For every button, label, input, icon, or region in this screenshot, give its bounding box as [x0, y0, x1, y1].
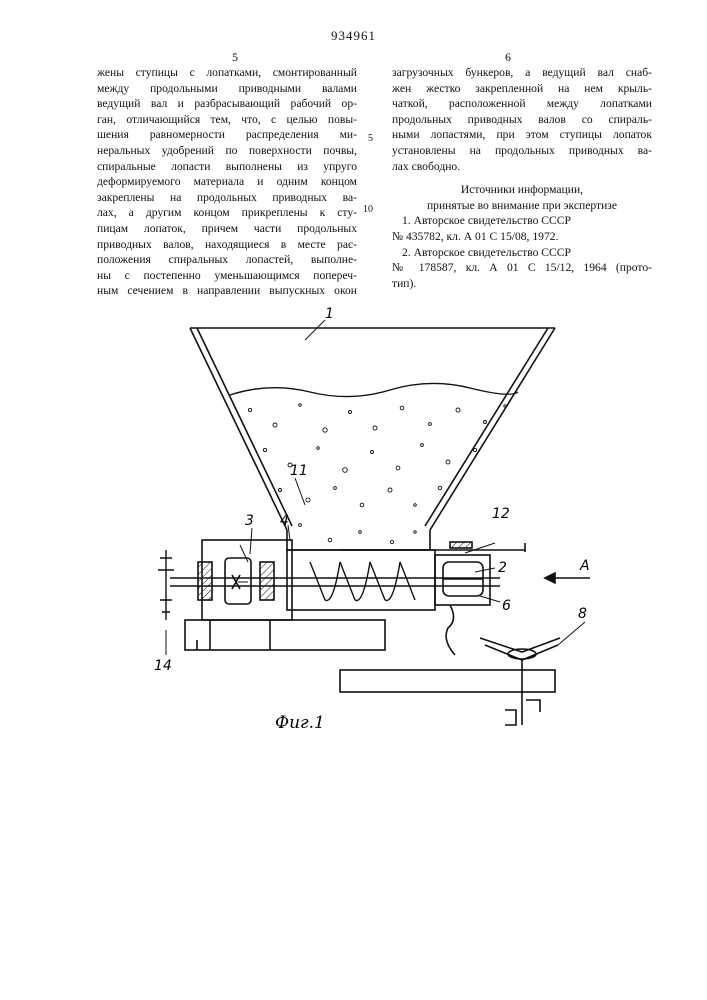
label-11: 11: [290, 463, 308, 479]
impeller-blade: [158, 550, 174, 620]
label-14: 14: [154, 658, 172, 674]
text-line: установлены на продольных приводных ва-: [392, 143, 652, 159]
label-12: 12: [492, 506, 510, 522]
sources-heading: Источники информации,: [392, 182, 652, 198]
label-6: 6: [502, 598, 511, 614]
bearing-housing: [198, 540, 292, 620]
text-line: лах свободно.: [392, 159, 652, 175]
text-line: пицам лопаток, причем части продольных: [97, 221, 357, 237]
spreader-diagram: 1 11 4 3 12 2 6 8 14 А Фиг.1: [140, 300, 600, 740]
text-line: ны с постепенно уменьшающимся попереч-: [97, 268, 357, 284]
text-line: спиральные лопасти выполнены из упруго: [97, 159, 357, 175]
reference-2-detail: № 178587, кл. А 01 С 15/12, 1964 (прото-: [392, 260, 652, 276]
figure-1-drawing: 1 11 4 3 12 2 6 8 14 А Фиг.1: [140, 300, 600, 740]
support-frame: [185, 620, 555, 692]
label-arrow-a: А: [579, 558, 590, 574]
spreading-rotor: [443, 562, 483, 596]
text-line: приводных валов, находящиеся в месте рас…: [97, 237, 357, 253]
text-line: деформируемого материала и одним концом: [97, 174, 357, 190]
text-line: закреплены на продольных приводных ва-: [97, 190, 357, 206]
text-line: чаткой, расположенной между лопатками: [392, 96, 652, 112]
label-2: 2: [498, 560, 507, 576]
label-3: 3: [245, 513, 254, 529]
figure-caption: Фиг.1: [275, 713, 325, 733]
text-line: положения спиральных лопастей, выполне-: [97, 252, 357, 268]
text-line: ведущий вал и разбрасывающий рабочий ор-: [97, 96, 357, 112]
reference-2: 2. Авторское свидетельство СССР: [392, 245, 652, 261]
label-1: 1: [325, 306, 334, 322]
claim-text-left-column: жены ступицы с лопатками, смонтированный…: [97, 65, 357, 299]
text-line: неральных удобрений по поверхности почвы…: [97, 143, 357, 159]
patent-number: 934961: [0, 28, 707, 44]
reference-2-detail-end: тип).: [392, 276, 652, 292]
label-8: 8: [578, 606, 587, 622]
view-arrow-a: [545, 573, 590, 583]
claim-text-right-column: загрузочных бункеров, а ведущий вал снаб…: [392, 65, 652, 291]
line-number-10: 10: [363, 204, 373, 215]
text-line: между продольными приводными валами: [97, 81, 357, 97]
label-4: 4: [280, 513, 289, 529]
text-line: лах, а другим концом прикреплены к сту-: [97, 205, 357, 221]
reference-1-detail: № 435782, кл. А 01 С 15/08, 1972.: [392, 229, 652, 245]
reference-1: 1. Авторское свидетельство СССР: [392, 213, 652, 229]
text-line: жены ступицы с лопатками, смонтированный: [97, 65, 357, 81]
spinner-disc: [480, 638, 560, 725]
text-line: ным сечением в направлении выпускных око…: [97, 283, 357, 299]
sources-subheading: принятые во внимание при экспертизе: [392, 198, 652, 214]
column-number-left: 5: [232, 50, 238, 65]
text-line: ными лопастями, при этом ступицы лопаток: [392, 127, 652, 143]
text-line: загрузочных бункеров, а ведущий вал снаб…: [392, 65, 652, 81]
line-number-5: 5: [368, 133, 373, 144]
text-line: шения равномерности распределения ми-: [97, 127, 357, 143]
text-line: продольных приводных валов со спираль-: [392, 112, 652, 128]
feed-hose: [446, 605, 455, 655]
column-number-right: 6: [505, 50, 511, 65]
text-line: ган, отличающийся тем, что, с целью повы…: [97, 112, 357, 128]
spiral-auger: [310, 562, 415, 601]
text-line: жен жестко закрепленной на нем крыль-: [392, 81, 652, 97]
